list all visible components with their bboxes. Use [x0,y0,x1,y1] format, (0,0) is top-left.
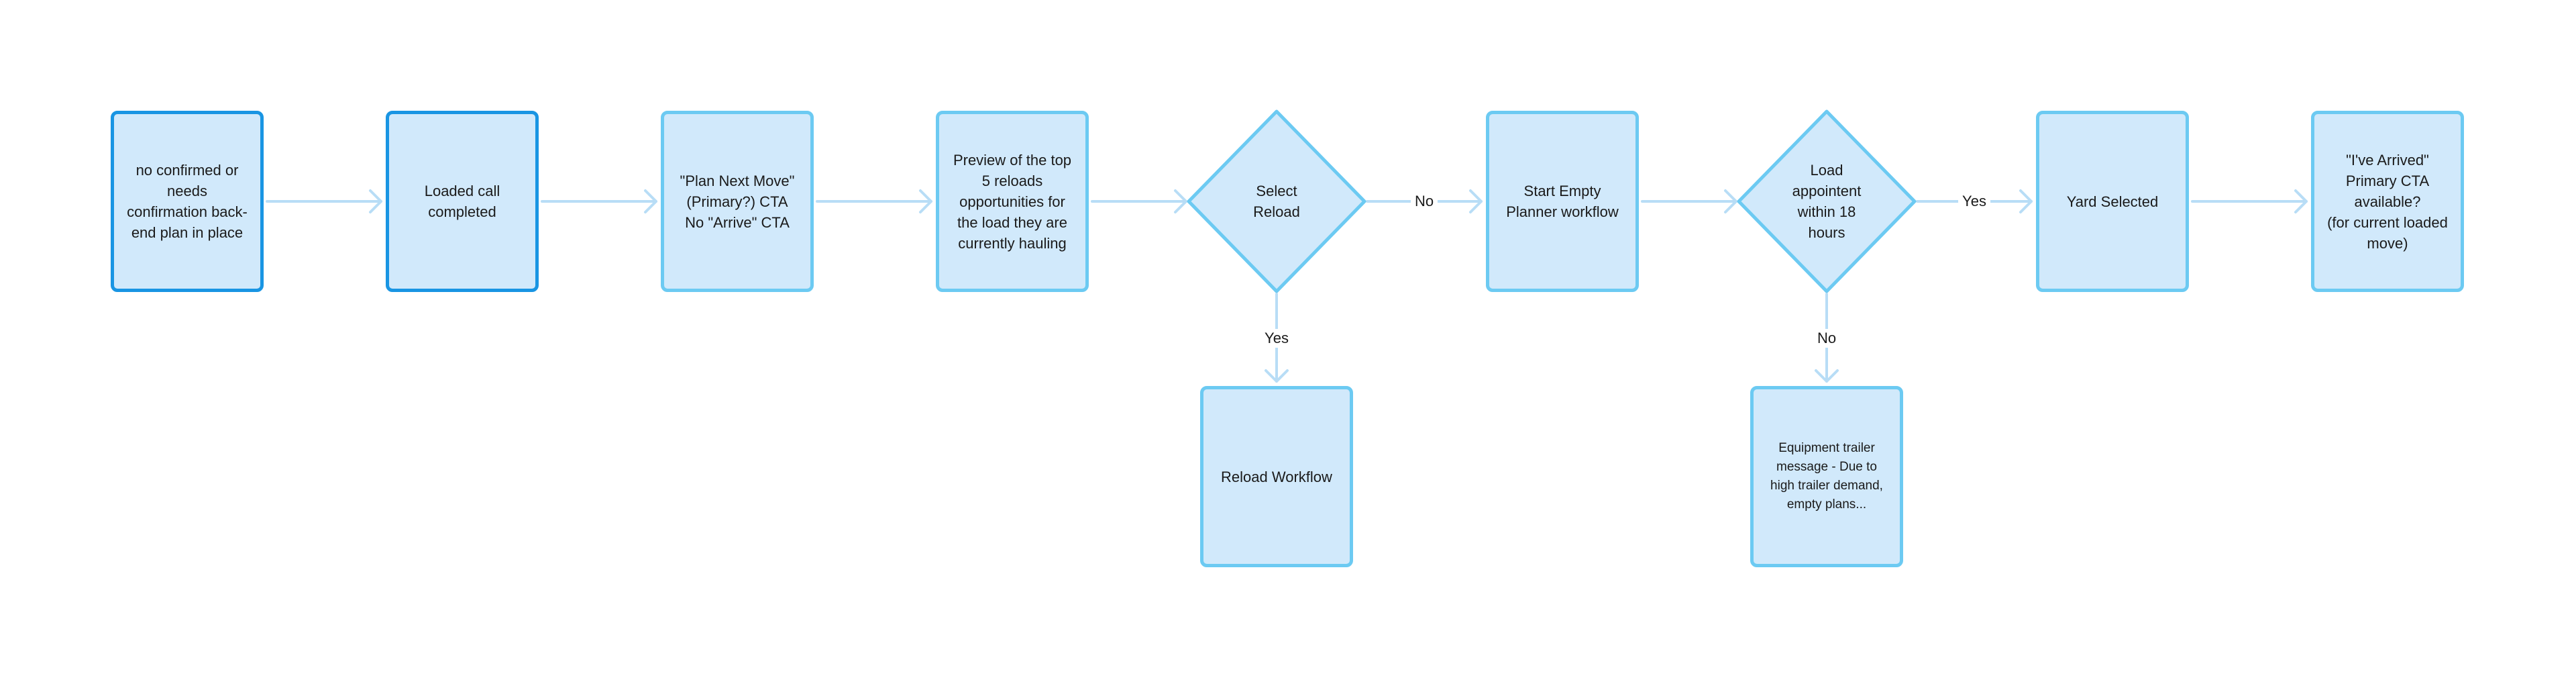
load-appointment-diamond[interactable] [1737,109,1917,293]
edge-label-load-yes: Yes [1958,192,1990,211]
node-plan-next-move-label: "Plan Next Move" (Primary?) CTA No "Arri… [680,172,795,231]
edge-label-load-no: No [1813,329,1841,348]
load-appointment-label: Load appointent within 18 hours [1792,162,1862,241]
select-reload-diamond[interactable] [1187,109,1366,293]
node-equipment-trailer-message[interactable]: Equipment trailer message - Due to high … [1750,386,1903,567]
edge-label-select-no: No [1410,192,1438,211]
node-ive-arrived[interactable]: "I've Arrived" Primary CTA available? (f… [2311,111,2464,292]
arrow-6 [1641,189,1737,213]
node-equipment-trailer-label: Equipment trailer message - Due to high … [1770,441,1883,512]
node-preview-reloads[interactable]: Preview of the top 5 reloads opportuniti… [936,111,1089,292]
arrow-3 [816,189,932,213]
node-ive-arrived-label: "I've Arrived" Primary CTA available? (f… [2327,151,2448,252]
node-start-empty-planner[interactable]: Start Empty Planner workflow [1486,111,1639,292]
node-reload-workflow[interactable]: Reload Workflow [1200,386,1353,567]
node-yard-selected-label: Yard Selected [2066,193,2159,210]
node-yard-selected[interactable]: Yard Selected [2036,111,2189,292]
node-preview-reloads-label: Preview of the top 5 reloads opportuniti… [953,151,1072,252]
arrow-8 [2191,189,2308,213]
select-reload-label: Select Reload [1253,183,1300,220]
arrow-2 [541,189,657,213]
edge-label-select-yes: Yes [1260,329,1293,348]
arrow-1 [266,189,382,213]
node-no-confirmed-plan-label: no confirmed or needs confirmation back-… [127,162,248,241]
arrow-4 [1091,189,1187,213]
node-reload-workflow-label: Reload Workflow [1221,468,1332,485]
node-loaded-call-label: Loaded call completed [424,183,500,220]
node-loaded-call-completed[interactable]: Loaded call completed [386,111,539,292]
node-plan-next-move[interactable]: "Plan Next Move" (Primary?) CTA No "Arri… [661,111,814,292]
node-start-empty-planner-label: Start Empty Planner workflow [1506,183,1619,220]
node-no-confirmed-plan[interactable]: no confirmed or needs confirmation back-… [111,111,264,292]
